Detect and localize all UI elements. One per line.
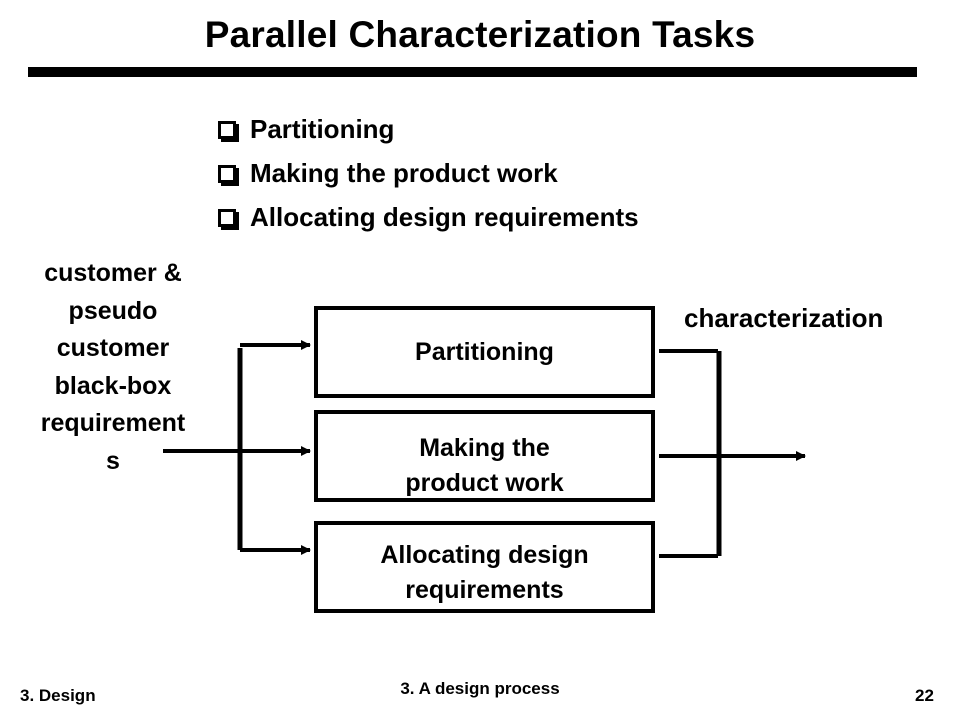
- partitioning-box: Partitioning: [314, 306, 655, 398]
- input-label-line: customer &: [44, 259, 182, 287]
- bullet-item: Allocating design requirements: [218, 200, 639, 244]
- box-label-line: product work: [405, 469, 564, 497]
- box-label-line: requirements: [405, 576, 564, 604]
- title-underline: [28, 67, 917, 77]
- checkbox-bullet-icon: [218, 121, 239, 142]
- bullet-list: Partitioning Making the product work All…: [218, 112, 639, 244]
- input-label-line: s: [106, 446, 120, 475]
- input-label: customer & pseudo customer black-box req…: [8, 255, 218, 480]
- checkbox-bullet-icon: [218, 209, 239, 230]
- bullet-item: Making the product work: [218, 156, 639, 200]
- box-label-line: Making the: [419, 434, 550, 462]
- allocating-requirements-box: Allocating design requirements: [314, 521, 655, 613]
- input-label-line: black-box: [54, 371, 172, 400]
- making-product-work-box: Making the product work: [314, 410, 655, 502]
- footer-section-label: 3. Design: [20, 686, 96, 705]
- box-label-line: Partitioning: [415, 338, 554, 366]
- bullet-text: Partitioning: [250, 114, 395, 144]
- input-label-line: pseudo: [68, 296, 158, 325]
- input-label-line: requirement: [40, 409, 186, 437]
- bullet-text: Making the product work: [250, 158, 558, 188]
- box-label-line: Allocating design: [380, 541, 589, 569]
- output-label: characterization: [684, 303, 884, 333]
- page-number: 22: [915, 686, 934, 705]
- bullet-text: Allocating design requirements: [250, 202, 639, 232]
- checkbox-bullet-icon: [218, 165, 239, 186]
- slide-title: Parallel Characterization Tasks: [204, 14, 756, 55]
- footer-topic-label: 3. A design process: [400, 679, 560, 698]
- bullet-item: Partitioning: [218, 112, 639, 156]
- input-label-line: customer: [56, 334, 170, 362]
